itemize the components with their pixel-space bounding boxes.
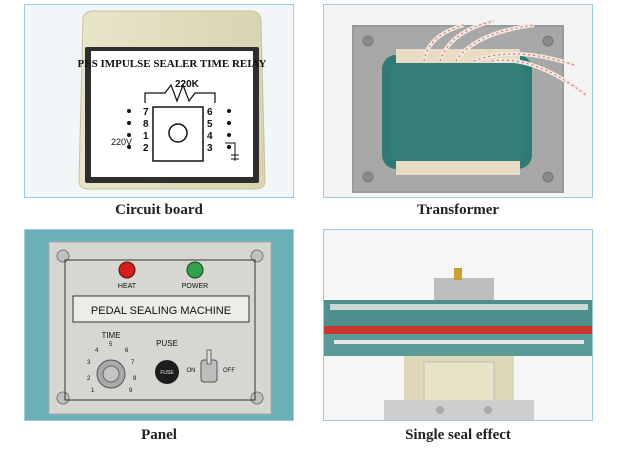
seal-effect-photo	[323, 229, 593, 421]
off-label: OFF	[223, 368, 235, 374]
dial-2: 2	[87, 376, 91, 382]
dial-6: 6	[125, 348, 129, 354]
pin-5: 5	[207, 119, 213, 130]
pin-4: 4	[207, 131, 213, 142]
dial-9: 9	[129, 388, 133, 394]
power-label: POWER	[182, 283, 208, 290]
caption-transformer: Transformer	[416, 202, 500, 218]
circuit-board-panel: PES IMPULSE SEALER TIME REIAY 220K 7 8 1…	[24, 4, 294, 224]
dial-7: 7	[131, 360, 135, 366]
resistor-label: 220K	[175, 79, 200, 90]
time-label: TIME	[101, 331, 120, 340]
pin-2: 2	[143, 143, 149, 154]
transformer-illustration	[324, 5, 592, 197]
control-panel-photo: HEAT POWER PEDAL SEALING MACHINE TIME PU…	[24, 229, 294, 421]
transformer-panel: Transformer	[323, 4, 593, 224]
pin-8: 8	[143, 119, 149, 130]
dial-4: 4	[95, 348, 99, 354]
control-panel-illustration: HEAT POWER PEDAL SEALING MACHINE TIME PU…	[25, 230, 293, 420]
caption-panel: Panel	[141, 427, 177, 443]
pin-7: 7	[143, 107, 149, 118]
control-panel-panel: HEAT POWER PEDAL SEALING MACHINE TIME PU…	[24, 229, 294, 449]
transformer-photo	[323, 4, 593, 198]
dial-5: 5	[109, 342, 113, 348]
machine-name: PEDAL SEALING MACHINE	[91, 305, 231, 317]
seal-effect-illustration	[324, 230, 592, 420]
seal-effect-panel: Single seal effect	[323, 229, 593, 449]
device-label: PES IMPULSE SEALER TIME REIAY	[78, 58, 267, 70]
dial-8: 8	[133, 376, 137, 382]
voltage-label: 220V	[111, 137, 132, 147]
relay-box-illustration: PES IMPULSE SEALER TIME REIAY 220K 7 8 1…	[25, 5, 293, 197]
fuse-holder	[155, 360, 179, 384]
dial-3: 3	[87, 360, 91, 366]
pin-1: 1	[143, 131, 149, 142]
circuit-board-photo: PES IMPULSE SEALER TIME REIAY 220K 7 8 1…	[24, 4, 294, 198]
heat-label: HEAT	[118, 283, 137, 290]
fuse-text: FUSE	[160, 370, 174, 376]
pin-3: 3	[207, 143, 213, 154]
caption-single-seal-effect: Single seal effect	[405, 427, 511, 443]
dial-1: 1	[91, 388, 95, 394]
fuse-label: PUSE	[156, 339, 178, 348]
on-label: ON	[187, 368, 196, 374]
pin-6: 6	[207, 107, 213, 118]
caption-circuit-board: Circuit board	[115, 202, 203, 218]
